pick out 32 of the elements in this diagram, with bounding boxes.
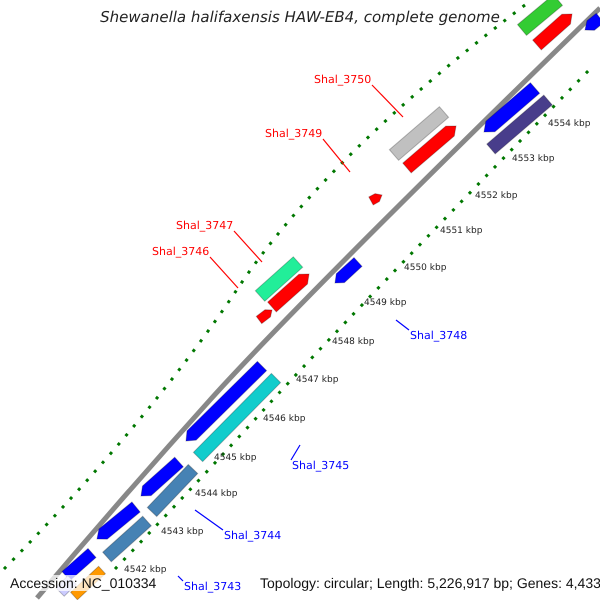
gene-label: Shal_3743 — [184, 581, 242, 592]
gene-label: Shal_3746 — [152, 246, 210, 257]
position-label: 4544 kbp — [195, 490, 238, 499]
position-label: 4543 kbp — [161, 528, 204, 537]
leader-line — [372, 84, 404, 118]
position-label: 4552 kbp — [475, 192, 518, 201]
genome-summary-text: Topology: circular; Length: 5,226,917 bp; Genes: 4,433 — [258, 575, 600, 591]
gene-label: Shal_3745 — [292, 460, 350, 471]
position-label: 4546 kbp — [263, 415, 306, 424]
leader-line — [290, 444, 301, 460]
leader-line — [178, 576, 184, 582]
map-title: Shewanella halifaxensis HAW-EB4, complete genome — [99, 10, 501, 25]
leader-line — [396, 320, 410, 330]
position-label: 4545 kbp — [214, 454, 256, 463]
leader-line — [194, 510, 224, 530]
position-label: 4542 kbp — [124, 566, 166, 575]
position-label: 4547 kbp — [296, 376, 338, 385]
gene-label: Shal_3747 — [176, 220, 234, 231]
leader-line — [210, 256, 238, 288]
position-label: 4550 kbp — [404, 264, 446, 273]
gene-label: Shal_3744 — [224, 530, 282, 541]
position-label: 4554 kbp — [548, 120, 590, 129]
accession-text: Accession: NC_010334 — [8, 575, 158, 591]
gene-label: Shal_3750 — [314, 74, 372, 85]
leader-line — [322, 138, 350, 172]
gene-label: Shal_3748 — [410, 330, 468, 341]
gene-label: Shal_3749 — [265, 128, 322, 139]
position-label: 4549 kbp — [364, 299, 406, 308]
leader-line — [234, 230, 262, 262]
position-label: 4551 kbp — [440, 227, 482, 236]
position-label: 4548 kbp — [332, 338, 374, 347]
position-label: 4553 kbp — [512, 155, 554, 164]
